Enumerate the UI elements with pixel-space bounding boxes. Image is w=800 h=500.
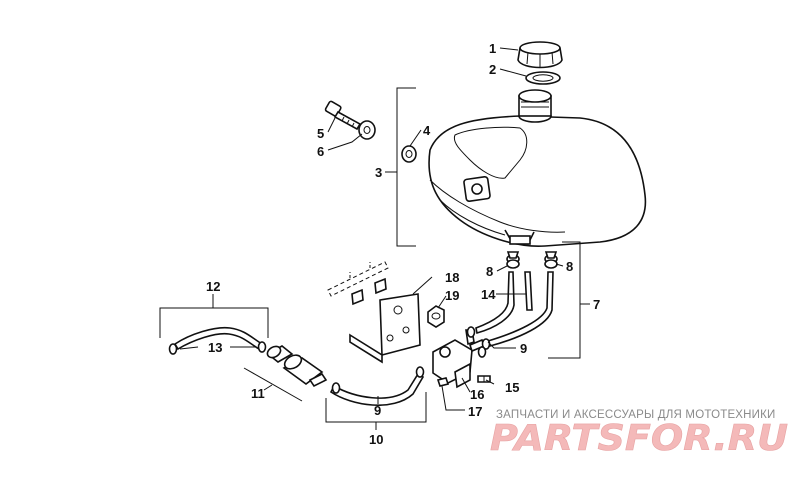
hose-clamp-right (544, 251, 558, 269)
callout-8-left: 8 (486, 264, 493, 279)
mounting-bolt (324, 100, 362, 131)
fuel-filter (266, 345, 328, 388)
callout-19: 19 (445, 288, 459, 303)
grommet (401, 145, 417, 163)
leader-4 (409, 129, 422, 147)
callout-9-upper: 9 (520, 341, 527, 356)
callout-5: 5 (317, 126, 324, 141)
small-clamp-a (466, 326, 476, 338)
fuel-valve (432, 329, 485, 389)
callout-15: 15 (505, 380, 519, 395)
leader-18 (412, 276, 433, 295)
leader-1 (499, 47, 519, 51)
callout-2: 2 (489, 62, 496, 77)
cap-gasket (525, 71, 561, 85)
bushing (358, 120, 376, 140)
bracket-screws (351, 277, 387, 306)
callout-17: 17 (468, 404, 482, 419)
hose-clamp-left (506, 251, 520, 269)
callout-3: 3 (375, 165, 382, 180)
callout-18: 18 (445, 270, 459, 285)
watermark-caption: ЗАПЧАСТИ И АКСЕССУАРЫ ДЛЯ МОТОТЕХНИКИ (496, 409, 776, 421)
callout-16: 16 (470, 387, 484, 402)
small-clamp-d (331, 382, 341, 394)
callout-10: 10 (369, 432, 383, 447)
fuel-line-right (486, 271, 554, 347)
callout-6: 6 (317, 144, 324, 159)
group-bracket-12 (159, 307, 269, 338)
fuel-cap (517, 41, 563, 69)
leader-15 (485, 379, 495, 385)
small-clamp-c (477, 346, 487, 358)
callout-4: 4 (423, 123, 431, 138)
group-bracket-7 (548, 241, 581, 359)
leader-9b (487, 341, 516, 349)
small-clamp-e (415, 366, 425, 378)
leader-2 (499, 68, 527, 77)
leader-16 (461, 377, 471, 393)
leader-5 (327, 117, 336, 133)
small-clamp-f (168, 343, 178, 355)
callout-8-right: 8 (566, 259, 573, 274)
watermark-logo: PARTSFOR.RU (490, 418, 788, 459)
leader-19 (437, 295, 447, 309)
small-clamp-g (257, 341, 267, 353)
fuel-tank (428, 115, 647, 247)
fuel-hose-lower (329, 372, 425, 406)
group-bracket-3 (396, 87, 416, 247)
fuel-line-left (475, 271, 515, 335)
valve-bracket (349, 293, 421, 364)
leader-11 (243, 367, 303, 402)
leader-6 (327, 133, 363, 151)
vent-tube (524, 271, 533, 311)
callout-11: 11 (251, 386, 265, 401)
leader-8b (555, 263, 564, 267)
callout-7: 7 (593, 297, 600, 312)
leader-13a (179, 346, 199, 350)
nut (427, 305, 445, 328)
callout-9-lower: 9 (374, 403, 381, 418)
callout-12: 12 (206, 279, 220, 294)
leader-8a (496, 265, 508, 272)
mounting-frame-section (327, 261, 389, 297)
filler-neck (518, 89, 552, 123)
valve-screw-left (436, 377, 450, 387)
leader-17 (441, 385, 465, 411)
callout-14: 14 (481, 287, 496, 302)
callout-1: 1 (489, 41, 496, 56)
callout-13: 13 (208, 340, 222, 355)
